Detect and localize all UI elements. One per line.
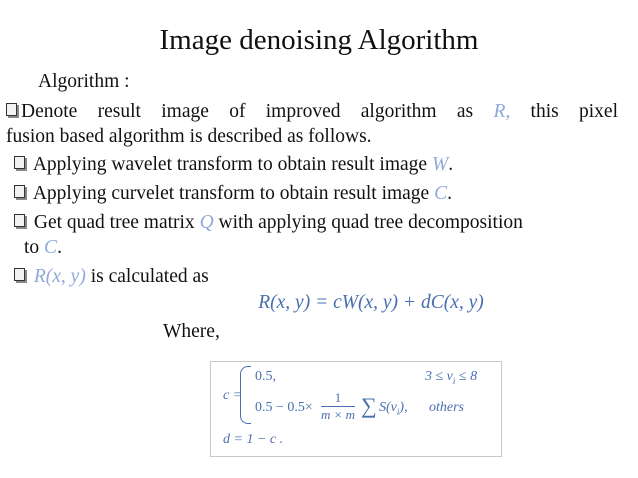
formula-image: c = 0.5, 3 ≤ vi ≤ 8 0.5 − 0.5× 1 m × m ∑…: [210, 361, 502, 457]
bullet-4-text: Get quad tree matrix: [33, 212, 200, 233]
square-bullet-icon: [6, 103, 17, 116]
square-bullet-icon: [14, 214, 25, 227]
bullet-2: Applying wavelet transform to obtain res…: [14, 153, 453, 177]
bullet-4-text-cont: with applying quad tree decomposition: [213, 212, 523, 233]
bullet-4: Get quad tree matrix Q with applying qua…: [14, 211, 523, 235]
sum-symbol: ∑: [361, 393, 377, 418]
subscript: i: [396, 406, 400, 417]
bullet-1-line-1: Denote result image of improved algorith…: [6, 99, 618, 124]
fraction: 1 m × m: [321, 390, 356, 423]
period: .: [447, 183, 452, 204]
word: image: [161, 101, 209, 122]
where-label: Where,: [163, 321, 220, 342]
case-1-value: 0.5,: [255, 369, 276, 384]
period: .: [448, 154, 454, 175]
bullet-3: Applying curvelet transform to obtain re…: [14, 182, 452, 206]
square-bullet-icon: [14, 268, 25, 281]
word: improved: [265, 101, 341, 122]
bullet-5-text: is calculated as: [85, 266, 209, 287]
main-formula: R(x, y) = cW(x, y) + dC(x, y): [0, 292, 638, 314]
word: to: [24, 237, 45, 258]
brace: [240, 366, 251, 424]
case-1-condition: 3 ≤ vi ≤ 8: [425, 369, 477, 386]
word: Denote: [21, 101, 78, 122]
word: as: [456, 101, 474, 122]
square-bullet-icon: [14, 185, 25, 198]
bullet-3-text: Applying curvelet transform to obtain re…: [32, 183, 435, 204]
period: .: [57, 237, 62, 258]
word: result: [97, 101, 141, 122]
bullet-2-text: Applying wavelet transform to obtain res…: [32, 154, 432, 175]
variable-q: Q: [199, 212, 214, 233]
variable-c: C: [44, 237, 58, 258]
variable-w: W: [431, 154, 449, 175]
sum-end: ),: [399, 400, 408, 415]
d-equation: d = 1 − c .: [223, 432, 284, 447]
sum-expression: S(vi),: [379, 400, 408, 417]
variable-c: C: [434, 183, 448, 204]
word: pixel: [579, 101, 619, 122]
main-formula-text: R(x, y) = cW(x, y) + dC(x, y): [258, 292, 484, 313]
word: of: [229, 101, 246, 122]
slide-title: Image denoising Algorithm: [159, 24, 479, 56]
square-bullet-icon: [14, 156, 25, 169]
bullet-1-line-2: fusion based algorithm is described as f…: [6, 126, 372, 147]
fraction-denominator: m × m: [321, 407, 356, 422]
subscript: i: [452, 375, 456, 386]
algorithm-label: Algorithm :: [38, 71, 130, 92]
c-equals: c =: [223, 388, 243, 403]
fraction-numerator: 1: [321, 390, 356, 407]
word: algorithm: [360, 101, 437, 122]
bullet-5: R(x, y) is calculated as: [14, 265, 209, 289]
cond-end: ≤ 8: [455, 369, 478, 384]
case-2-condition: others: [429, 400, 464, 415]
variable-r-xy: R(x, y): [33, 266, 86, 287]
case-2-value: 0.5 − 0.5×: [255, 400, 313, 415]
variable-r: R,: [493, 101, 511, 122]
word: this: [530, 101, 559, 122]
bullet-4-line-2: to C.: [24, 236, 62, 260]
sum-expr: S(v: [379, 400, 397, 415]
cond-text: 3 ≤ v: [425, 369, 453, 384]
